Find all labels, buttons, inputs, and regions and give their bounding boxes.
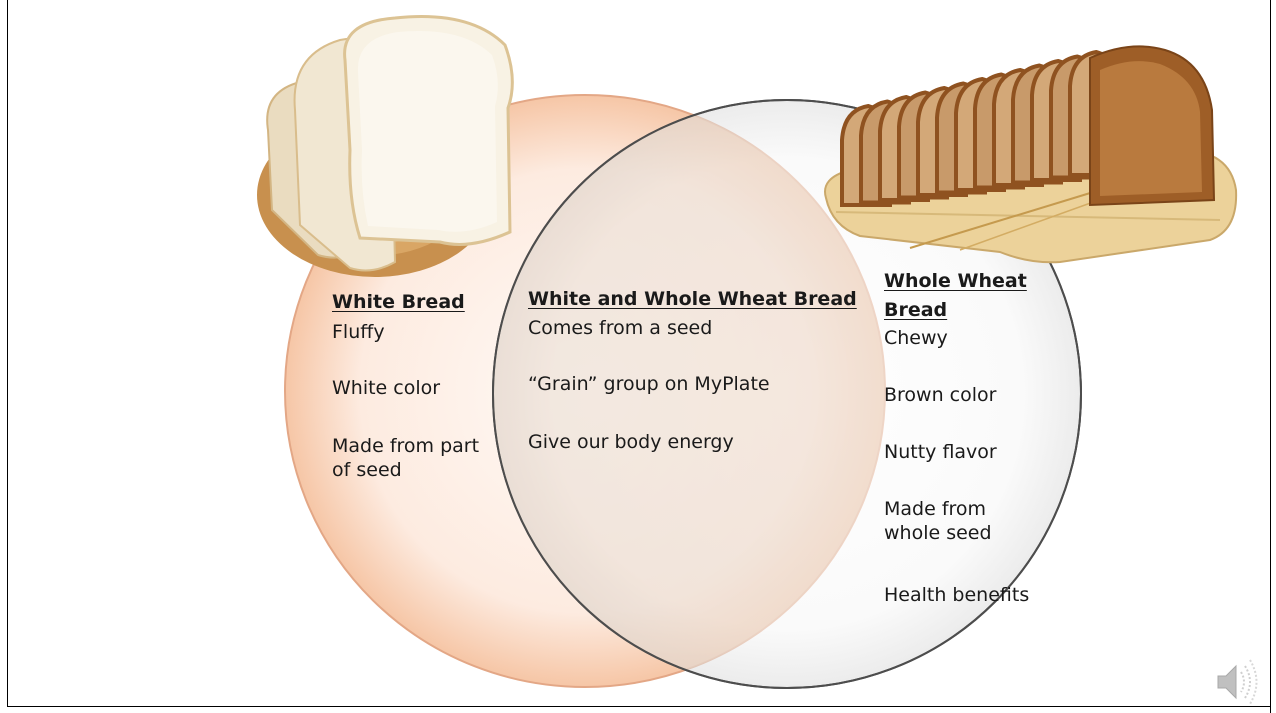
left-set-heading: White Bread [332, 290, 465, 314]
white-bread-icon [257, 17, 512, 277]
right-item-chewy: Chewy [884, 326, 948, 350]
right-item-nutty-flavor: Nutty flavor [884, 440, 997, 464]
overlap-item-seed: Comes from a seed [528, 316, 712, 340]
overlap-item-myplate: “Grain” group on MyPlate [528, 372, 770, 396]
whole-wheat-bread-icon [825, 46, 1236, 262]
left-item-part-of-seed: Made from part of seed [332, 434, 492, 482]
overlap-heading: White and Whole Wheat Bread [528, 287, 857, 311]
right-item-health-benefits: Health benefits [884, 583, 1029, 607]
left-item-white-color: White color [332, 376, 440, 400]
right-item-whole-seed: Made from whole seed [884, 497, 1014, 545]
speaker-icon[interactable] [1218, 660, 1257, 704]
left-item-fluffy: Fluffy [332, 320, 385, 344]
right-set-heading-line2: Bread [884, 298, 947, 322]
right-set-heading-line1: Whole Wheat [884, 269, 1027, 293]
overlap-item-energy: Give our body energy [528, 430, 734, 454]
right-item-brown-color: Brown color [884, 383, 996, 407]
